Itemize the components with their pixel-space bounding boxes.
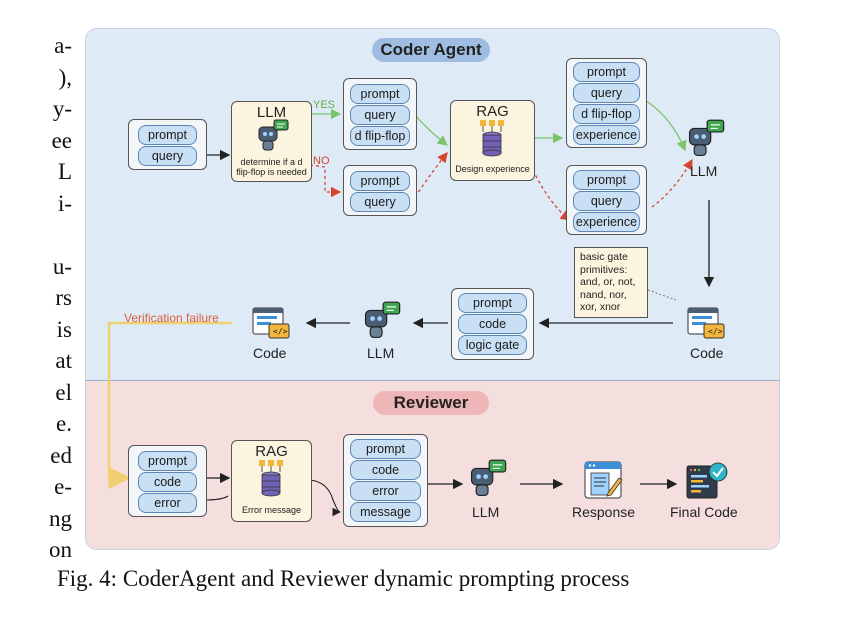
verification-failure-label: Verification failure (124, 311, 219, 325)
gate-primitives-note: basic gate primitives: and, or, not, nan… (574, 247, 648, 318)
left-text-line: at (55, 348, 72, 373)
llm-card-title: LLM (256, 104, 287, 121)
coder-input-group: prompt query (128, 119, 207, 170)
chip-query: query (350, 105, 410, 125)
robot-icon (470, 459, 507, 497)
reviewer-title: Reviewer (373, 391, 489, 415)
left-text-line: rs (55, 285, 72, 310)
chip-prompt: prompt (573, 62, 640, 82)
chip-prompt: prompt (350, 171, 410, 191)
chip-code: code (350, 460, 421, 480)
yes-branch-group: prompt query d flip-flop (343, 78, 417, 150)
logic-gate-group: prompt code logic gate (451, 288, 534, 360)
robot-icon (688, 119, 725, 157)
rag-error-card: RAG Error message (231, 440, 312, 522)
message-group: prompt code error message (343, 434, 428, 527)
database-icon (259, 460, 283, 497)
code-icon: </> (687, 307, 725, 339)
chip-error: error (138, 493, 197, 513)
chip-query: query (573, 191, 640, 211)
response-label: Response (572, 504, 636, 520)
chip-d-flip-flop: d flip-flop (350, 126, 410, 146)
left-text-line: on (49, 537, 72, 562)
no-branch-group: prompt query (343, 165, 417, 216)
left-text-line: L (57, 159, 72, 184)
left-text-line: ng (49, 505, 72, 531)
llm-mid-label: LLM (367, 345, 395, 361)
chip-query: query (573, 83, 640, 103)
final-code-label: Final Code (670, 504, 738, 520)
left-text-line: is (56, 316, 72, 342)
figure-caption: Fig. 4: CoderAgent and Reviewer dynamic … (57, 566, 630, 591)
left-text-line: ee (51, 127, 72, 153)
reviewer-input-group: prompt code error (128, 445, 207, 517)
no-label: NO (313, 155, 330, 167)
chip-error: error (350, 481, 421, 501)
chip-experience: experience (573, 212, 640, 232)
reviewer-llm-label: LLM (472, 504, 500, 520)
llm-card-caption: determine if a d flip-flop is needed (236, 157, 307, 177)
rag-error-title: RAG (255, 443, 288, 460)
left-column-text: a- ), y- ee L i- u- rs is at el e. ed e-… (0, 30, 72, 566)
llm-label: LLM (690, 163, 718, 179)
chip-code: code (138, 472, 197, 492)
left-text-line: y- (52, 96, 72, 121)
chip-d-flip-flop: d flip-flop (573, 104, 640, 124)
svg-text:</>: </> (708, 327, 723, 336)
chip-prompt: prompt (138, 451, 197, 471)
chip-query: query (138, 146, 197, 166)
left-text-line: ed (50, 442, 72, 468)
robot-icon (364, 301, 401, 339)
left-text-line: ), (58, 64, 72, 90)
experience-group-a: prompt query d flip-flop experience (566, 58, 647, 148)
chip-prompt: prompt (350, 84, 410, 104)
final-code-icon (686, 462, 728, 499)
chip-prompt: prompt (573, 170, 640, 190)
chip-logic-gate: logic gate (458, 335, 527, 355)
chip-prompt: prompt (458, 293, 527, 313)
code-label-right: Code (690, 345, 724, 361)
code-icon: </> (252, 307, 290, 339)
chip-code: code (458, 314, 527, 334)
database-icon (480, 120, 504, 157)
code-label-left: Code (253, 345, 287, 361)
chip-message: message (350, 502, 421, 522)
chip-prompt: prompt (350, 439, 421, 459)
rag-error-caption: Error message (241, 505, 302, 515)
left-text-line: i- (57, 190, 72, 216)
left-text-line: e. (56, 411, 72, 436)
chip-query: query (350, 192, 410, 212)
experience-group-b: prompt query experience (566, 165, 647, 235)
chip-prompt: prompt (138, 125, 197, 145)
robot-icon (258, 119, 289, 151)
rag-card-title: RAG (476, 103, 509, 120)
rag-card-caption: Design experience (455, 164, 530, 174)
coder-agent-title: Coder Agent (372, 38, 490, 62)
left-text-line: a- (54, 33, 72, 58)
left-text-line: u- (52, 253, 72, 279)
left-text-line: e- (54, 474, 72, 499)
response-icon (584, 461, 623, 499)
left-text-line: el (55, 379, 72, 405)
svg-text:</>: </> (273, 327, 288, 336)
chip-experience: experience (573, 125, 640, 145)
yes-label: YES (313, 99, 336, 111)
